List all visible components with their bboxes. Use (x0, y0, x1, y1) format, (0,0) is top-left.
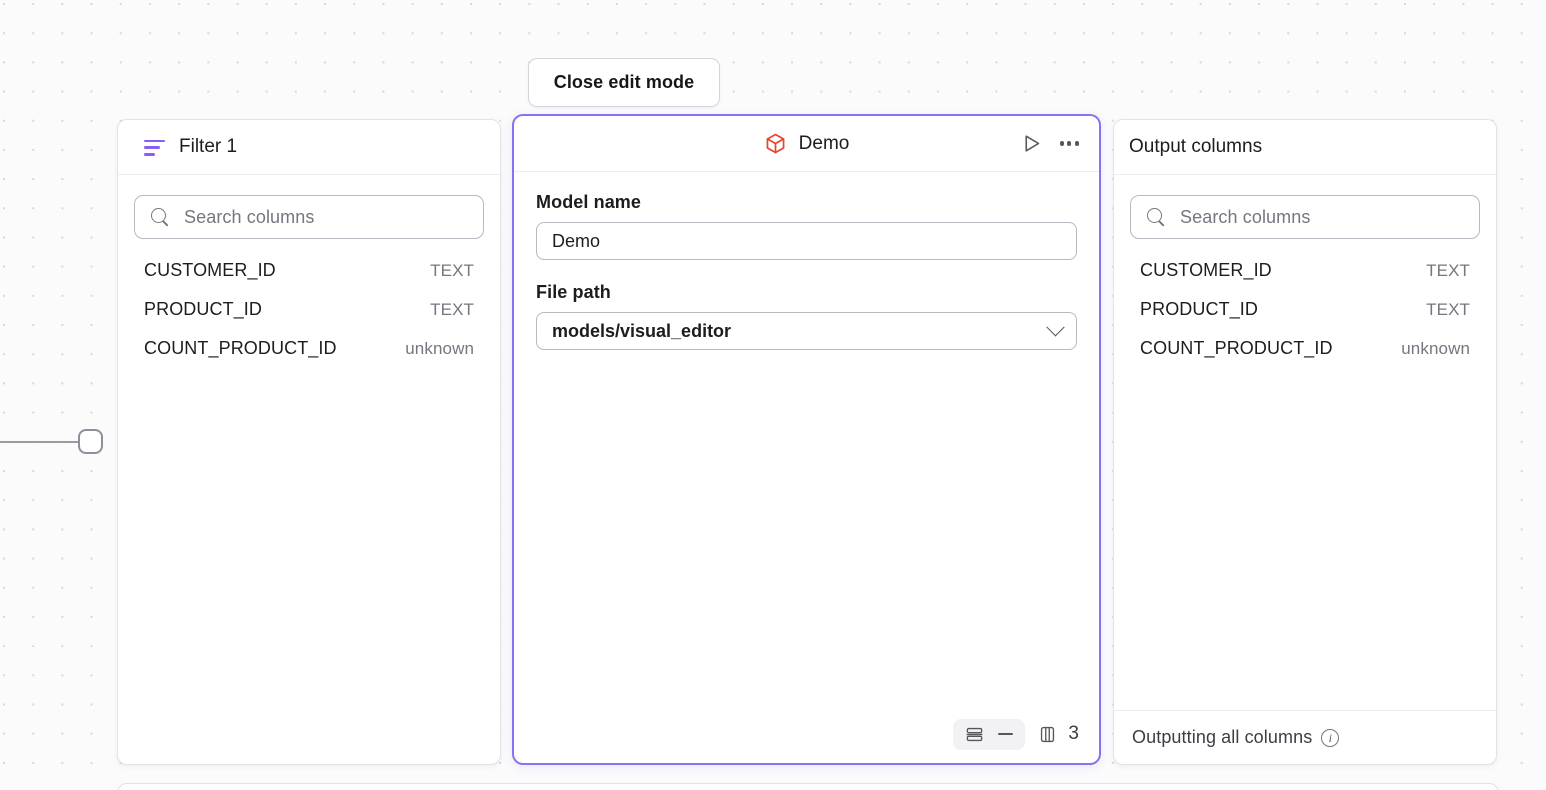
connector-handle[interactable] (78, 429, 103, 454)
filter-node-panel[interactable]: Filter 1 Search columns CUSTOMER_ID TEXT… (117, 119, 501, 765)
list-item[interactable]: CUSTOMER_ID TEXT (134, 260, 484, 299)
column-type: unknown (1401, 339, 1470, 358)
search-icon (151, 207, 170, 227)
list-item[interactable]: PRODUCT_ID TEXT (134, 299, 484, 338)
output-search-input[interactable]: Search columns (1130, 195, 1480, 239)
search-icon (1147, 207, 1166, 227)
ellipsis-icon[interactable] (1058, 135, 1081, 151)
filter-column-list: CUSTOMER_ID TEXT PRODUCT_ID TEXT COUNT_P… (134, 260, 484, 377)
output-panel-title: Output columns (1129, 136, 1263, 157)
model-node-panel[interactable]: Demo Model name Demo File path models/vi… (512, 114, 1101, 765)
output-columns-panel[interactable]: Output columns Search columns CUSTOMER_I… (1113, 119, 1497, 765)
column-name: PRODUCT_ID (1140, 299, 1259, 319)
filter-panel-body: Search columns CUSTOMER_ID TEXT PRODUCT_… (118, 175, 500, 764)
column-name: CUSTOMER_ID (144, 260, 276, 280)
column-count-control[interactable]: 3 (1038, 723, 1079, 745)
column-name: CUSTOMER_ID (1140, 260, 1272, 280)
file-path-select[interactable]: models/visual_editor (536, 312, 1077, 350)
filter-search-placeholder: Search columns (184, 206, 315, 227)
filter-search-input[interactable]: Search columns (134, 195, 484, 239)
file-path-label: File path (536, 282, 611, 302)
filter-panel-title: Filter 1 (179, 136, 238, 157)
close-edit-mode-button[interactable]: Close edit mode (528, 58, 720, 107)
output-search-placeholder: Search columns (1180, 206, 1311, 227)
bottom-node-panel[interactable] (117, 783, 1499, 790)
cube-icon (766, 133, 785, 154)
model-name-input[interactable]: Demo (536, 222, 1077, 260)
model-panel-footer: 3 (514, 711, 1099, 763)
model-name-label: Model name (536, 192, 642, 212)
output-panel-header: Output columns (1114, 120, 1496, 175)
output-column-list: CUSTOMER_ID TEXT PRODUCT_ID TEXT COUNT_P… (1130, 260, 1480, 377)
list-item[interactable]: COUNT_PRODUCT_ID unknown (1130, 338, 1480, 377)
file-path-value: models/visual_editor (552, 320, 732, 341)
output-panel-body: Search columns CUSTOMER_ID TEXT PRODUCT_… (1114, 175, 1496, 710)
model-panel-title-group: Demo (514, 132, 1099, 155)
model-panel-body: Model name Demo File path models/visual_… (514, 172, 1099, 711)
list-item[interactable]: COUNT_PRODUCT_ID unknown (134, 338, 484, 377)
output-panel-footer: Outputting all columns i (1114, 710, 1496, 764)
model-panel-actions (1021, 133, 1081, 154)
chevron-down-icon (1046, 317, 1065, 336)
outputting-status-text: Outputting all columns (1132, 727, 1313, 747)
columns-icon (1041, 726, 1055, 742)
list-item[interactable]: CUSTOMER_ID TEXT (1130, 260, 1480, 299)
column-type: TEXT (1426, 261, 1470, 280)
play-icon[interactable] (1021, 133, 1042, 154)
column-count-value: 3 (1068, 723, 1079, 744)
column-type: TEXT (430, 261, 474, 280)
connector-edge (0, 441, 80, 443)
column-type: TEXT (430, 300, 474, 319)
filter-icon (144, 139, 165, 156)
filter-panel-header: Filter 1 (118, 120, 500, 175)
row-count-value (998, 732, 1014, 736)
column-type: TEXT (1426, 300, 1470, 319)
column-name: PRODUCT_ID (144, 299, 263, 319)
column-type: unknown (405, 339, 474, 358)
row-count-control[interactable] (953, 718, 1026, 750)
model-panel-header: Demo (514, 116, 1099, 172)
model-panel-title: Demo (798, 132, 850, 154)
rows-icon (967, 727, 983, 741)
info-icon[interactable]: i (1321, 728, 1340, 747)
column-name: COUNT_PRODUCT_ID (144, 338, 337, 358)
column-name: COUNT_PRODUCT_ID (1140, 338, 1333, 358)
list-item[interactable]: PRODUCT_ID TEXT (1130, 299, 1480, 338)
